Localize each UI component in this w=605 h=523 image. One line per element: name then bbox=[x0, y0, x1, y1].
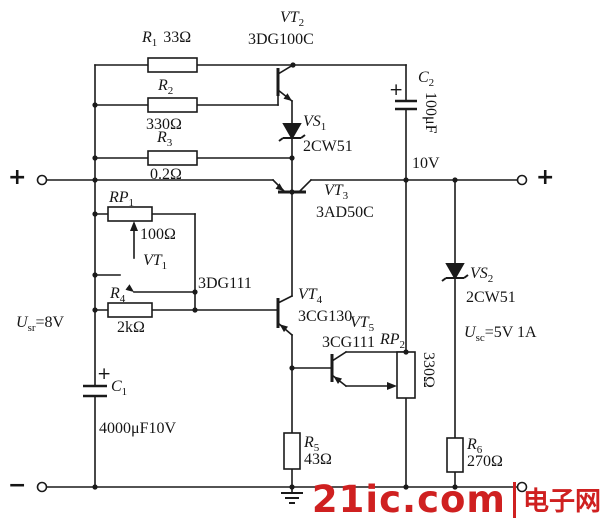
potentiometer-rp2-symbol bbox=[396, 351, 416, 399]
label-vt3-type: 3AD50C bbox=[316, 204, 374, 221]
vt4-emitter-arrow bbox=[279, 324, 288, 333]
label-vt1-type: 3DG111 bbox=[198, 275, 252, 292]
input-minus-terminal bbox=[36, 481, 48, 493]
label-r5-val: 43Ω bbox=[304, 451, 332, 468]
resistor-r3-symbol bbox=[147, 150, 198, 166]
output-plus-terminal bbox=[516, 174, 528, 186]
label-c1-ref: C1 bbox=[111, 378, 128, 399]
vt5-emitter-arrow bbox=[333, 376, 342, 384]
junction-dots bbox=[92, 62, 458, 490]
rp1-wiper-arrow bbox=[130, 221, 138, 231]
label-vs1-type: 2CW51 bbox=[303, 138, 353, 155]
label-output-voltage: Usc=5V 1A bbox=[464, 324, 537, 345]
watermark: 21ic.com 电子网 bbox=[312, 478, 601, 521]
label-vt5-type: 3CG111 bbox=[322, 334, 376, 351]
label-vt5-ref: VT5 bbox=[350, 314, 375, 335]
label-c2-rating: 10V bbox=[412, 155, 440, 172]
terminal-circles bbox=[36, 174, 528, 493]
label-vs2-ref: VS2 bbox=[470, 265, 494, 286]
label-r2-val: 330Ω bbox=[146, 116, 182, 133]
resistor-r2-symbol bbox=[147, 97, 198, 113]
label-rp1-ref: RP1 bbox=[109, 189, 135, 210]
zener-vs2-symbol bbox=[441, 263, 469, 282]
capacitor-c2-symbol bbox=[395, 99, 417, 111]
label-vt3-ref: VT3 bbox=[324, 182, 349, 203]
label-rp2-val: 330Ω bbox=[419, 352, 437, 388]
label-c2-val: 100μF bbox=[421, 92, 439, 134]
output-minus-terminal bbox=[516, 481, 528, 493]
resistor-r6-symbol bbox=[446, 437, 464, 473]
label-r4-ref: R4 bbox=[110, 285, 126, 306]
rp2-wiper-arrow bbox=[387, 382, 397, 390]
label-vt4-ref: VT4 bbox=[298, 286, 323, 307]
terminal-plus-left-label: + bbox=[8, 165, 27, 190]
arrows bbox=[125, 93, 397, 390]
vt1-emitter-arrow bbox=[125, 284, 134, 292]
terminal-plus-right-label: + bbox=[536, 165, 555, 190]
label-input-voltage: Usr=8V bbox=[16, 314, 65, 335]
ground-icon bbox=[281, 492, 303, 504]
resistor-bodies bbox=[107, 57, 464, 473]
label-r2-ref: R2 bbox=[158, 77, 174, 98]
label-rp1-val: 100Ω bbox=[140, 226, 176, 243]
zener-vs1-symbol bbox=[278, 123, 306, 142]
label-vs1-ref: VS1 bbox=[303, 113, 327, 134]
resistor-r4-symbol bbox=[107, 302, 153, 318]
label-vs2-type: 2CW51 bbox=[466, 289, 516, 306]
input-plus-terminal bbox=[36, 174, 48, 186]
potentiometer-rp1-symbol bbox=[107, 206, 153, 222]
label-r3-val: 0.2Ω bbox=[150, 166, 182, 183]
label-r6-ref: R6 bbox=[467, 436, 483, 457]
watermark-divider bbox=[512, 481, 516, 518]
watermark-brand: 21ic.com bbox=[311, 478, 506, 521]
wires bbox=[45, 63, 518, 494]
resistor-r1-symbol bbox=[147, 57, 198, 73]
label-c2-polarity: + bbox=[389, 80, 404, 100]
label-r5-ref: R5 bbox=[304, 434, 320, 455]
terminal-minus-left-label: − bbox=[8, 473, 27, 498]
transistor-bars bbox=[276, 68, 334, 382]
label-vt2-ref: VT2 bbox=[280, 9, 305, 30]
capacitor-c1-symbol bbox=[83, 384, 107, 398]
resistor-r5-symbol bbox=[283, 432, 301, 470]
label-r6-val: 270Ω bbox=[467, 453, 503, 470]
vt3-emitter-arrow bbox=[275, 183, 284, 191]
label-c1-polarity: + bbox=[97, 364, 112, 384]
label-c1-val: 4000μF10V bbox=[99, 420, 177, 437]
label-vt2-type: 3DG100C bbox=[248, 31, 314, 48]
watermark-cn: 电子网 bbox=[522, 487, 601, 517]
label-c2-ref: C2 bbox=[418, 69, 435, 90]
label-r3-ref: R3 bbox=[157, 129, 173, 150]
label-r4-val: 2kΩ bbox=[117, 319, 145, 336]
vt2-emitter-arrow bbox=[283, 93, 292, 101]
label-vt1-ref: VT1 bbox=[143, 252, 168, 273]
label-rp2-ref: RP2 bbox=[380, 331, 406, 352]
label-vt4-type: 3CG130 bbox=[298, 308, 353, 325]
